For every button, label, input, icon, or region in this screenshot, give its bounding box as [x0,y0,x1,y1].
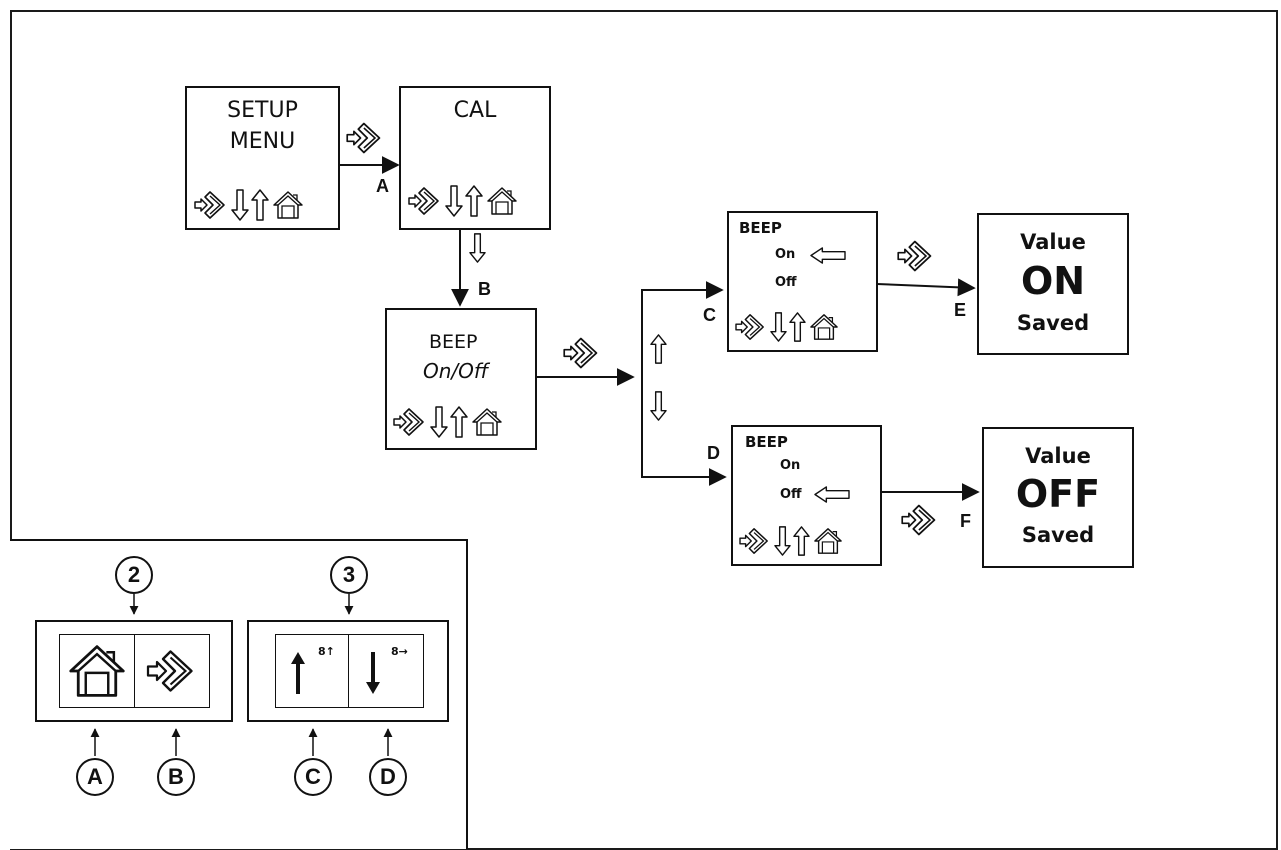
beep-onoff-screen: BEEP On/Off [385,308,537,450]
beep-off-title: BEEP [745,433,788,451]
legend-up-sub: 8↑ [318,645,335,658]
legend-key-enter [134,634,210,708]
value-on-line3: Saved [1016,311,1090,335]
enter-icon [145,647,199,695]
legend-key-up: 8↑ [275,634,349,708]
beep-onoff-line2: On/Off [423,359,489,383]
beep-on-title: BEEP [739,219,782,237]
flow-label-e: E [954,300,967,320]
value-off-line3: Saved [1021,523,1095,547]
value-on-saved-screen: Value ON Saved [977,213,1129,355]
home-icon [65,641,129,701]
flow-label-b: B [478,279,491,299]
setup-menu-line2: MENU [229,129,296,154]
flow-label-c: C [703,305,716,325]
beep-on-selected-screen: BEEP On Off [727,211,878,352]
setup-menu-line1: SETUP [227,98,298,123]
value-on-line2: ON [1020,259,1086,303]
beep-off-opt1: On [780,458,801,473]
setup-menu-screen: SETUP MENU [185,86,340,230]
beep-on-opt1: On [775,247,796,262]
legend-callout-d: D [369,758,407,796]
legend-callout-c: C [294,758,332,796]
value-on-line1: Value [1020,230,1086,254]
cal-title: CAL [453,98,497,123]
legend-callout-b: B [157,758,195,796]
legend-button-group-3: 8↑ 8→ [247,620,449,722]
legend-callout-3: 3 [330,556,368,594]
legend-down-sub: 8→ [391,645,408,658]
legend-callout-a: A [76,758,114,796]
flow-label-f: F [960,511,971,531]
value-off-saved-screen: Value OFF Saved [982,427,1134,568]
cal-screen: CAL [399,86,551,230]
solid-up-arrow-icon [291,652,305,694]
beep-onoff-line1: BEEP [429,331,478,353]
beep-off-selected-screen: BEEP On Off [731,425,882,566]
solid-down-arrow-icon [366,652,380,694]
flow-label-a: A [376,176,389,196]
flow-label-d: D [707,443,720,463]
legend-callout-2: 2 [115,556,153,594]
value-off-line1: Value [1025,444,1091,468]
beep-off-opt2: Off [780,487,802,502]
beep-on-opt2: Off [775,275,797,290]
legend-button-group-2 [35,620,233,722]
legend-key-home [59,634,135,708]
value-off-line2: OFF [1015,472,1101,516]
legend-key-down: 8→ [348,634,424,708]
